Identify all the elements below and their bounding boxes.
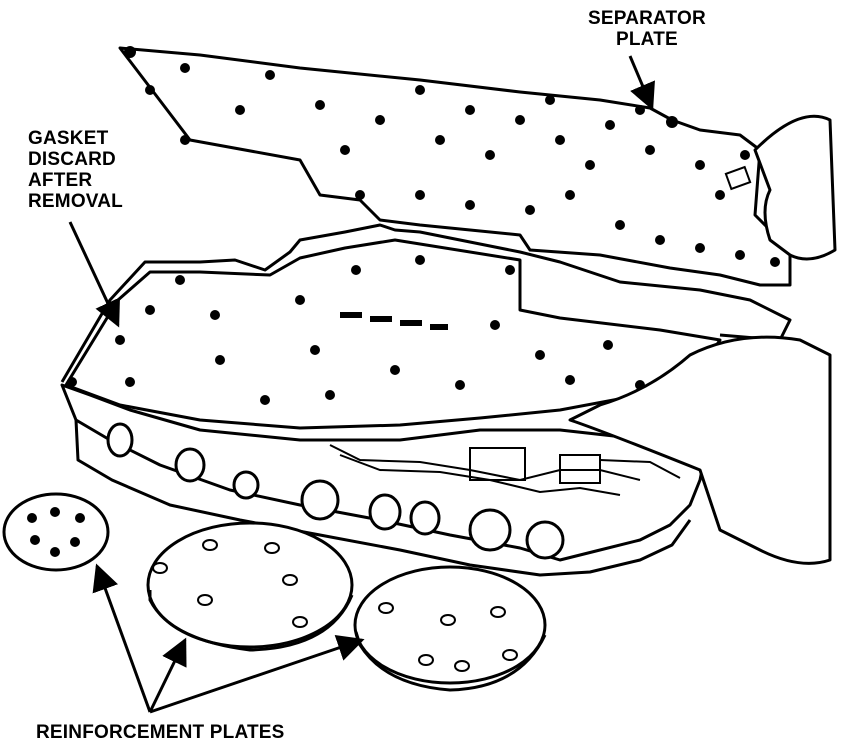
leader-lines [68, 55, 655, 714]
label-separator-line-2: PLATE [616, 29, 678, 50]
label-gasket-line-1: GASKET [28, 128, 109, 149]
leader-reinforcement-right [149, 635, 365, 714]
casting-ports [106, 422, 565, 560]
valve-body-surface [64, 238, 722, 430]
separator-plate [118, 46, 792, 287]
label-reinforcement-plates: REINFORCEMENT PLATES [36, 722, 285, 743]
label-gasket: GASKET DISCARD AFTER REMOVAL [28, 128, 123, 212]
reinforcement-plate-right [353, 565, 547, 692]
leader-separator-plate [628, 55, 655, 111]
valve-body-casting [60, 383, 707, 577]
leader-reinforcement-middle [148, 637, 187, 713]
reinforcement-plate-small [2, 492, 110, 572]
hand-outline [568, 114, 837, 565]
casting-channels [329, 444, 681, 496]
label-separator-line-1: SEPARATOR [588, 8, 706, 29]
label-separator-plate: SEPARATOR PLATE [588, 8, 706, 50]
gasket [60, 223, 792, 383]
label-gasket-line-2: DISCARD [28, 149, 116, 170]
reinforcement-plate-middle [146, 521, 354, 652]
label-gasket-line-4: REMOVAL [28, 191, 123, 212]
label-gasket-line-3: AFTER [28, 170, 93, 191]
leader-gasket [68, 221, 120, 328]
leader-reinforcement-small [92, 563, 152, 713]
